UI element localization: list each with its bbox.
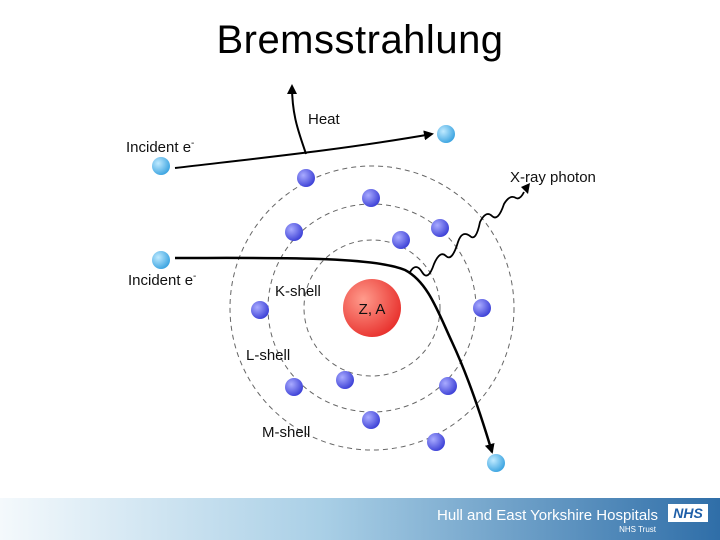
heat-path [292, 86, 306, 154]
nhs-logo: NHS [668, 504, 708, 522]
trust-label: NHS Trust [619, 525, 656, 534]
organization-name: Hull and East Yorkshire Hospitals [437, 507, 658, 524]
incident-electron-label: Incident e- [126, 138, 194, 156]
shell-electron [427, 433, 445, 451]
scattered-electron [437, 125, 455, 143]
m-shell-label: M-shell [262, 424, 310, 441]
shell-electron [392, 231, 410, 249]
footer-banner: Hull and East Yorkshire Hospitals NHS Tr… [0, 498, 720, 540]
shell-electron [362, 411, 380, 429]
heat-label: Heat [308, 111, 341, 128]
shell-electron [473, 299, 491, 317]
shell-electron [336, 371, 354, 389]
scattered-electron [487, 454, 505, 472]
shell-electron [251, 301, 269, 319]
incident-electron [152, 157, 170, 175]
shell-electron [297, 169, 315, 187]
bremsstrahlung-diagram: Z, A Incident e- Incident e- Heat X-ray … [0, 0, 720, 498]
shell-electron [362, 189, 380, 207]
incident-path-top [175, 134, 432, 168]
xray-photon-label: X-ray photon [510, 169, 596, 186]
incident-electron [152, 251, 170, 269]
k-shell-label: K-shell [275, 283, 321, 300]
l-shell-label: L-shell [246, 347, 290, 364]
shell-electron [431, 219, 449, 237]
shell-electron [439, 377, 457, 395]
incident-path-bottom [175, 258, 492, 452]
shell-electron [285, 378, 303, 396]
nucleus-label: Z, A [359, 301, 386, 318]
shell-electron [285, 223, 303, 241]
incident-electron-label: Incident e- [128, 271, 196, 289]
